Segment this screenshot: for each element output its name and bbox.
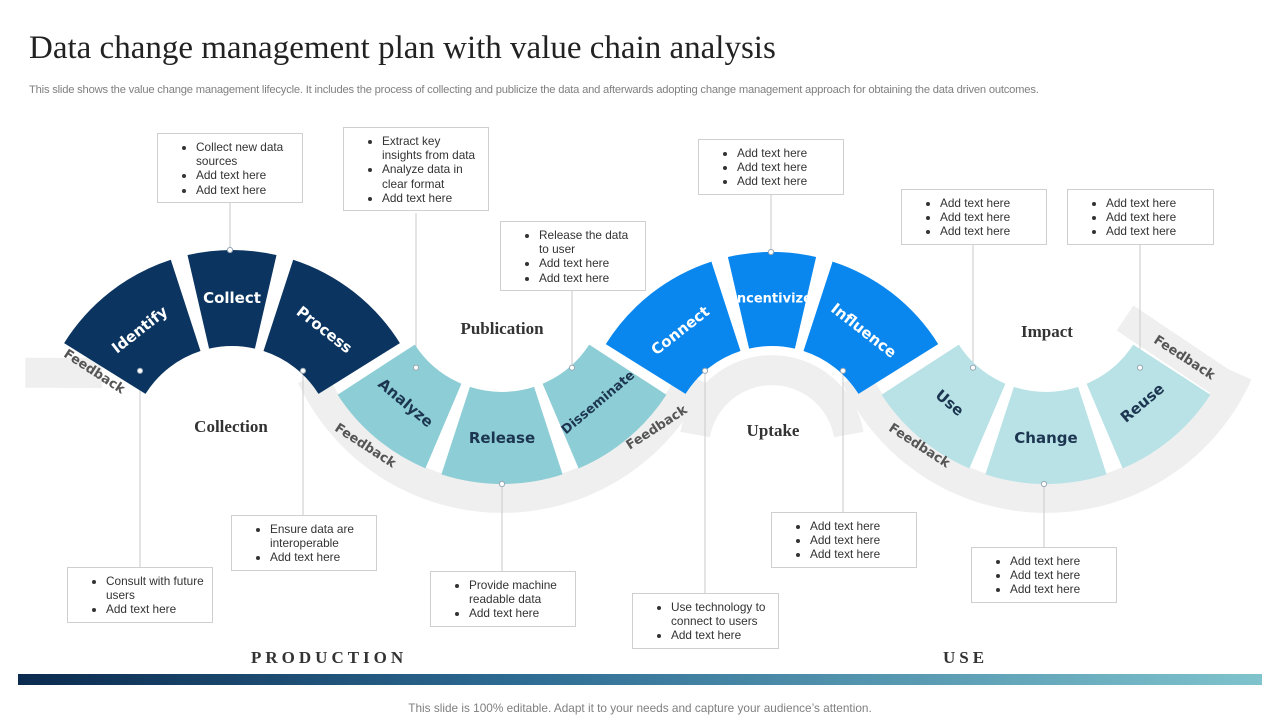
callout-item: Consult with future users <box>106 574 206 602</box>
segment-disseminate <box>542 344 667 469</box>
slide-title: Data change management plan with value c… <box>29 30 776 66</box>
connector-dot <box>969 364 977 371</box>
connector-dot <box>136 367 144 374</box>
callout-item: Add text here <box>469 606 569 620</box>
connector-dot <box>1136 364 1144 371</box>
callout-item: Add text here <box>539 271 639 285</box>
connector-dot <box>412 364 420 371</box>
stage-label-uptake: Uptake <box>746 421 800 440</box>
segment-label-collect: Collect <box>203 289 261 307</box>
segment-incentivize <box>727 251 817 349</box>
segment-reuse <box>1086 344 1211 469</box>
callout-item: Add text here <box>1010 582 1110 596</box>
segment-analyze <box>337 344 462 469</box>
callout-collect: Collect new data sources Add text here A… <box>157 133 303 203</box>
callout-item: Add text here <box>1106 224 1207 238</box>
callout-disseminate: Release the data to user Add text here A… <box>500 221 646 291</box>
segment-use <box>881 344 1006 469</box>
segment-identify <box>64 259 201 394</box>
callout-item: Add text here <box>810 547 910 561</box>
segment-influence <box>803 261 939 394</box>
callout-item: Release the data to user <box>539 228 639 256</box>
feedback-track <box>842 367 1252 513</box>
callout-item: Analyze data in clear format <box>382 162 482 190</box>
callout-use: Add text here Add text here Add text her… <box>901 189 1047 245</box>
connector-dot <box>498 480 506 488</box>
callout-item: Extract key insights from data <box>382 134 482 162</box>
callout-item: Add text here <box>1010 554 1110 568</box>
callout-item: Add text here <box>940 196 1040 210</box>
feedback-track <box>680 355 864 438</box>
callout-item: Add text here <box>106 602 206 616</box>
callout-analyze: Extract key insights from data Analyze d… <box>343 127 489 212</box>
segment-label-incentivize: Incentivize <box>732 292 812 307</box>
stage-label-collection: Collection <box>194 417 268 436</box>
stage-label-impact: Impact <box>1021 322 1073 341</box>
callout-item: Add text here <box>382 191 482 205</box>
segment-process <box>263 259 400 394</box>
callout-release: Provide machine readable data Add text h… <box>430 571 576 627</box>
gradient-bar <box>18 674 1262 685</box>
slide-subtitle: This slide shows the value change manage… <box>29 84 1039 96</box>
callout-item: Add text here <box>737 174 837 188</box>
connector-dot <box>767 248 775 256</box>
callout-connectors <box>139 191 1141 593</box>
feedback-track <box>1116 305 1249 408</box>
callout-process: Ensure data are interoperable Add text h… <box>231 515 377 571</box>
callout-item: Add text here <box>1106 210 1207 224</box>
callout-item: Add text here <box>1010 568 1110 582</box>
callout-item: Provide machine readable data <box>469 578 569 606</box>
connector-dot <box>568 364 576 371</box>
segment-label-release: Release <box>469 429 535 447</box>
callout-item: Add text here <box>1106 196 1207 210</box>
stage-label-publication: Publication <box>460 319 544 338</box>
callout-item: Add text here <box>671 628 772 642</box>
section-label-use: USE <box>943 648 989 667</box>
callout-item: Add text here <box>810 533 910 547</box>
callout-item: Add text here <box>270 550 370 564</box>
callout-influence: Add text here Add text here Add text her… <box>771 512 917 568</box>
segment-group: IdentifyCollectProcessAnalyzeReleaseDiss… <box>64 246 1211 488</box>
segment-label-change: Change <box>1014 429 1077 447</box>
callout-incentivize: Add text here Add text here Add text her… <box>698 139 844 195</box>
connector-dot <box>701 367 709 374</box>
connector-dot <box>1040 480 1048 488</box>
segment-change <box>985 386 1107 485</box>
connector-dot <box>299 367 307 374</box>
callout-reuse: Add text here Add text here Add text her… <box>1067 189 1214 245</box>
callout-identify: Consult with future users Add text here <box>67 567 213 623</box>
callout-item: Collect new data sources <box>196 140 296 168</box>
callout-item: Add text here <box>737 160 837 174</box>
callout-connect: Use technology to connect to users Add t… <box>632 593 779 649</box>
callout-item: Add text here <box>196 168 296 182</box>
callout-item: Ensure data are interoperable <box>270 522 370 550</box>
connector-dot <box>839 367 847 374</box>
callout-item: Add text here <box>810 519 910 533</box>
segment-collect <box>187 250 277 349</box>
slide-footer: This slide is 100% editable. Adapt it to… <box>408 701 872 715</box>
callout-item: Add text here <box>737 146 837 160</box>
section-label-production: PRODUCTION <box>251 648 408 667</box>
segment-connect <box>605 261 741 394</box>
callout-change: Add text here Add text here Add text her… <box>971 547 1117 603</box>
callout-item: Add text here <box>539 256 639 270</box>
segment-release <box>441 386 563 485</box>
callout-item: Add text here <box>196 183 296 197</box>
callout-item: Add text here <box>940 224 1040 238</box>
callout-item: Use technology to connect to users <box>671 600 772 628</box>
callout-item: Add text here <box>940 210 1040 224</box>
connector-dot <box>226 246 234 254</box>
